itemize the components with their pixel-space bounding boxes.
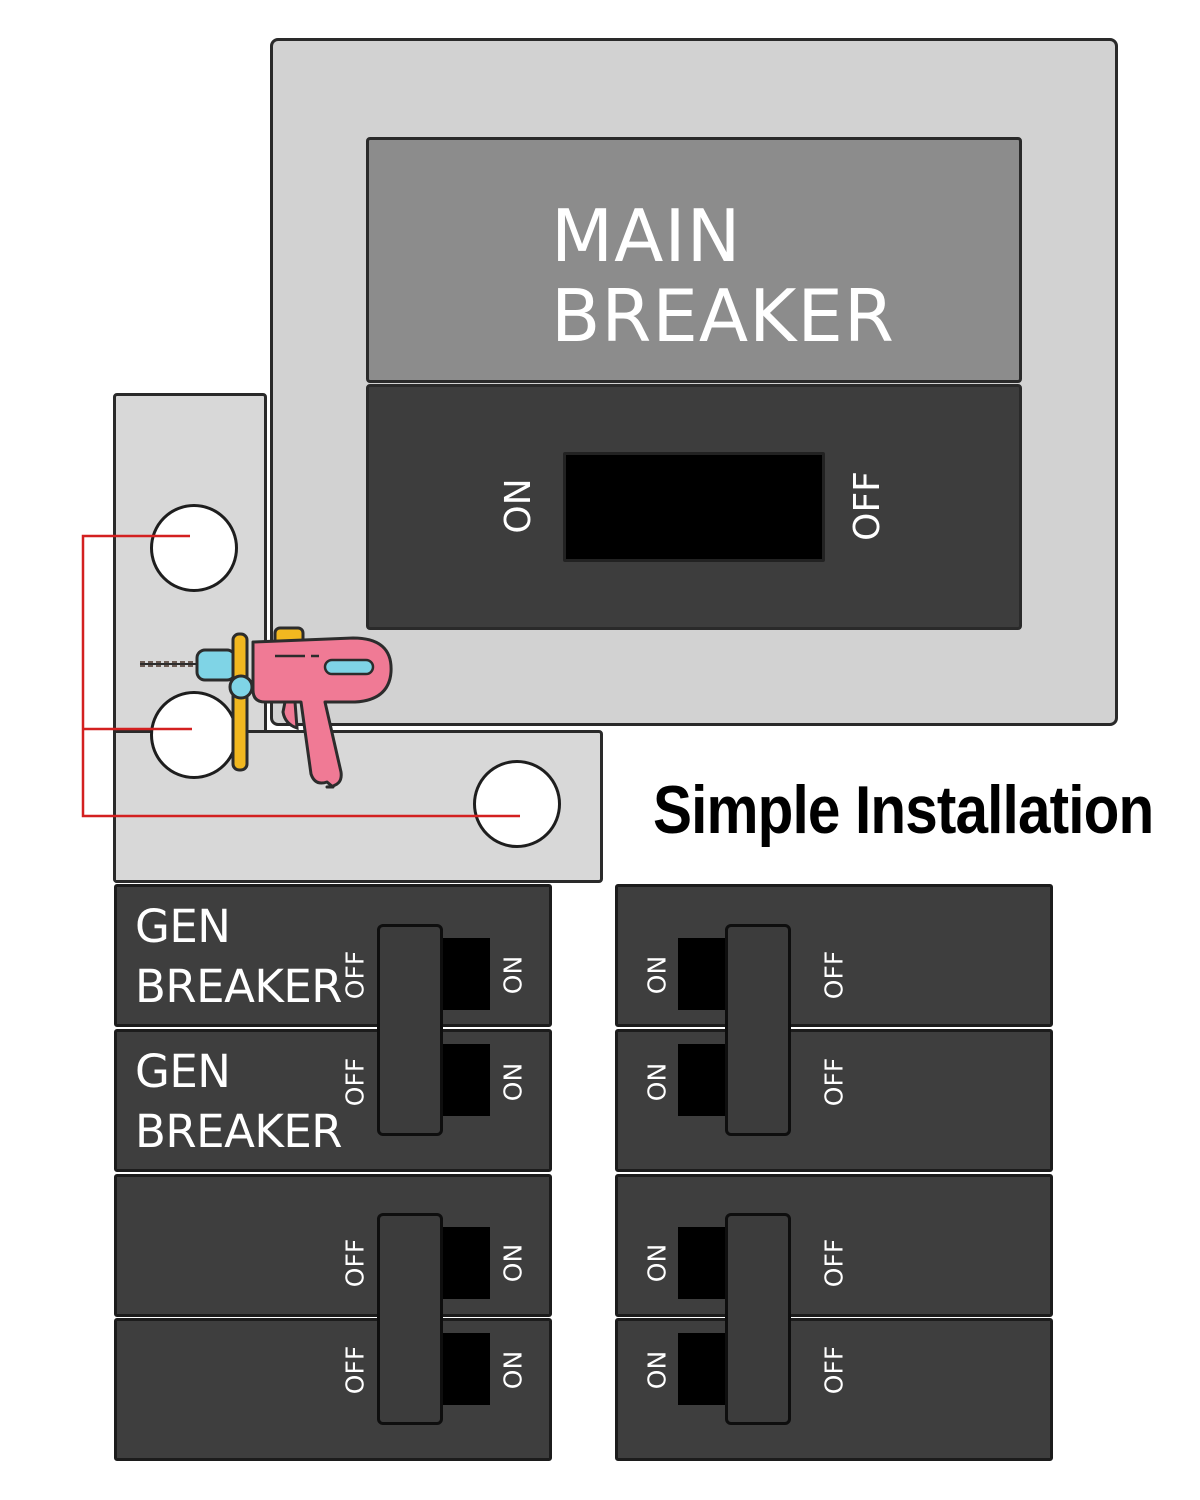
off-label: OFF xyxy=(340,1238,370,1288)
off-label: OFF xyxy=(819,1057,849,1107)
breaker-slot xyxy=(440,1227,490,1299)
on-label: ON xyxy=(642,1062,672,1102)
off-label: OFF xyxy=(819,950,849,1000)
on-label: ON xyxy=(498,1062,528,1102)
breaker-slot xyxy=(678,1333,728,1405)
main-label-line2: BREAKER xyxy=(551,274,895,358)
main-label-line1: MAIN xyxy=(551,194,742,278)
off-label: OFF xyxy=(819,1238,849,1288)
breaker-handle[interactable] xyxy=(725,924,791,1136)
gen-label-line2: BREAKER xyxy=(135,960,343,1013)
breaker-slot xyxy=(678,1227,728,1299)
gen-label-line2: BREAKER xyxy=(135,1105,343,1158)
breaker-handle[interactable] xyxy=(725,1213,791,1425)
drill-icon xyxy=(140,626,393,789)
caption-simple-installation: Simple Installation xyxy=(653,772,1154,848)
on-label: ON xyxy=(642,1243,672,1283)
breaker-slot xyxy=(678,938,728,1010)
off-label: OFF xyxy=(340,950,370,1000)
on-label: ON xyxy=(498,1243,528,1283)
off-label: OFF xyxy=(340,1057,370,1107)
on-label: ON xyxy=(642,1350,672,1390)
off-label: OFF xyxy=(819,1345,849,1395)
main-breaker-toggle[interactable] xyxy=(563,452,825,562)
main-breaker-label: MAIN BREAKER xyxy=(366,137,1022,383)
breaker-slot xyxy=(440,1044,490,1116)
mounting-hole xyxy=(150,504,238,592)
off-label: OFF xyxy=(340,1345,370,1395)
gen-label-line1: GEN xyxy=(135,900,231,953)
on-label: ON xyxy=(498,1350,528,1390)
mounting-hole xyxy=(473,760,561,848)
on-label: ON xyxy=(498,955,528,995)
gen-label-line1: GEN xyxy=(135,1045,231,1098)
gen-breaker-handle[interactable] xyxy=(377,924,443,1136)
breaker-slot xyxy=(678,1044,728,1116)
on-label: ON xyxy=(642,955,672,995)
breaker-handle[interactable] xyxy=(377,1213,443,1425)
breaker-slot xyxy=(440,1333,490,1405)
breaker-slot xyxy=(440,938,490,1010)
